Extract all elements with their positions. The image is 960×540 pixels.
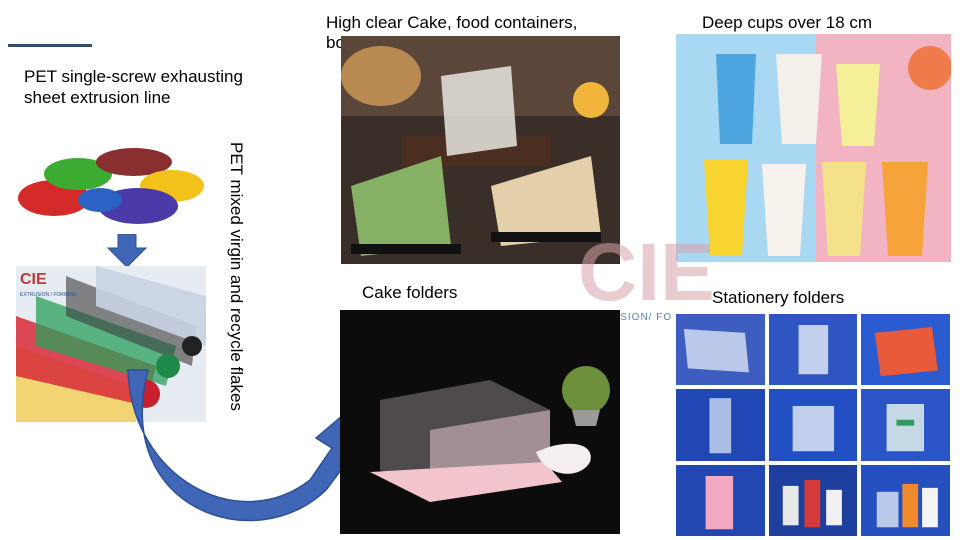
- title-line-2: sheet extrusion line: [24, 88, 171, 107]
- stationery-photo: [676, 464, 765, 536]
- accent-line: [8, 44, 92, 47]
- down-arrow: [106, 234, 148, 268]
- watermark-logo: CIE: [578, 227, 715, 318]
- stationery-photo: [676, 314, 765, 386]
- title-line-1: PET single-screw exhausting: [24, 67, 243, 86]
- slide-title: PET single-screw exhausting sheet extrus…: [24, 66, 243, 108]
- cake-folders-photo: [340, 310, 620, 534]
- stationery-photo: [768, 464, 858, 536]
- stationery-photo: [676, 389, 765, 461]
- watermark-text: USION/ FO: [612, 312, 673, 323]
- film-logo-text: EXTRUSION / FORMING: [20, 292, 77, 298]
- stationery-photo: [768, 389, 858, 461]
- cups-photo: [676, 34, 951, 262]
- caption-cups: Deep cups over 18 cm: [702, 13, 873, 32]
- watermark-mark: CIE: [578, 227, 715, 318]
- film-rolls-photo: CIE EXTRUSION / FORMING: [16, 266, 206, 422]
- stationery-photo: [861, 314, 950, 386]
- film-logo-mark: CIE: [20, 271, 47, 288]
- stationery-photo: [768, 314, 858, 386]
- caption-stationery: Stationery folders: [712, 288, 845, 307]
- pellets-photo: [16, 140, 206, 228]
- cake-containers-photo: [341, 36, 620, 264]
- caption-cake-folders: Cake folders: [362, 283, 458, 302]
- caption-cake-containers: High clear Cake, food containers,: [326, 13, 578, 32]
- stationery-folders-grid: [676, 314, 950, 536]
- stationery-photo: [861, 464, 950, 536]
- stationery-photo: [861, 389, 950, 461]
